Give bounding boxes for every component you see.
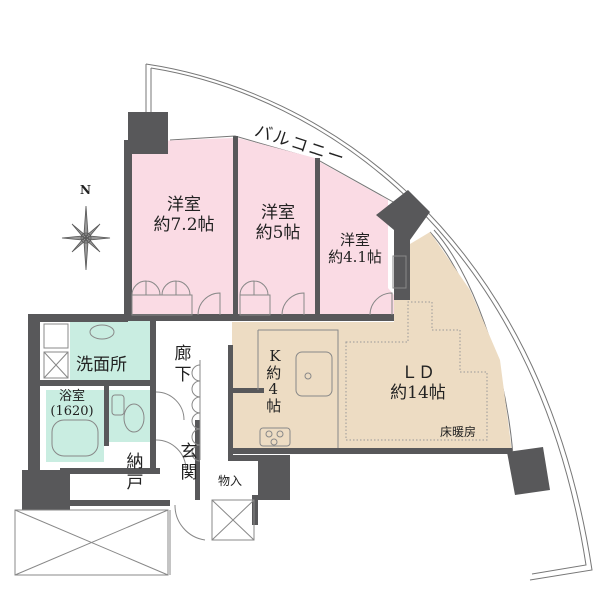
room-label-western-3: 洋室 約4.1帖 <box>320 231 390 267</box>
wet-areas <box>46 320 154 462</box>
room-name: 洋室 <box>167 195 201 215</box>
room-name: K <box>269 347 281 365</box>
room-label-living-dining: ＬＤ 約14帖 <box>378 363 458 403</box>
room-name: 洋室 <box>261 203 295 223</box>
walls <box>22 112 550 525</box>
room-label-kitchen: K 約4帖 <box>264 347 286 414</box>
western-rooms <box>130 138 394 315</box>
room-label-bathroom: 浴室 (1620) <box>42 389 102 420</box>
room-size: (1620) <box>50 403 94 419</box>
room-size: 約5帖 <box>255 222 301 243</box>
room-label-western-2: 洋室 約5帖 <box>240 203 316 243</box>
room-label-washroom: 洗面所 <box>76 355 127 375</box>
room-label-western-1: 洋室 約7.2帖 <box>136 195 232 235</box>
fixtures <box>14 255 407 576</box>
room-size: 約4帖 <box>264 365 283 414</box>
room-name: ＬＤ <box>401 363 435 383</box>
room-size: 約14帖 <box>390 382 446 403</box>
room-name: 洋室 <box>339 231 370 249</box>
floor-heating-zone <box>345 301 488 441</box>
room-label-hallway: 廊下 <box>170 344 191 386</box>
room-name: 浴室 <box>58 389 85 404</box>
room-label-entrance: 玄関 <box>176 442 197 484</box>
floor-heating-note: 床暖房 <box>440 425 477 439</box>
room-label-closet: 物入 <box>218 474 243 488</box>
room-size: 約7.2帖 <box>153 214 215 235</box>
room-label-storage: 納戸 <box>122 452 143 494</box>
room-size: 約4.1帖 <box>328 248 382 267</box>
compass-north-label: N <box>80 183 91 197</box>
compass-icon <box>61 205 111 271</box>
